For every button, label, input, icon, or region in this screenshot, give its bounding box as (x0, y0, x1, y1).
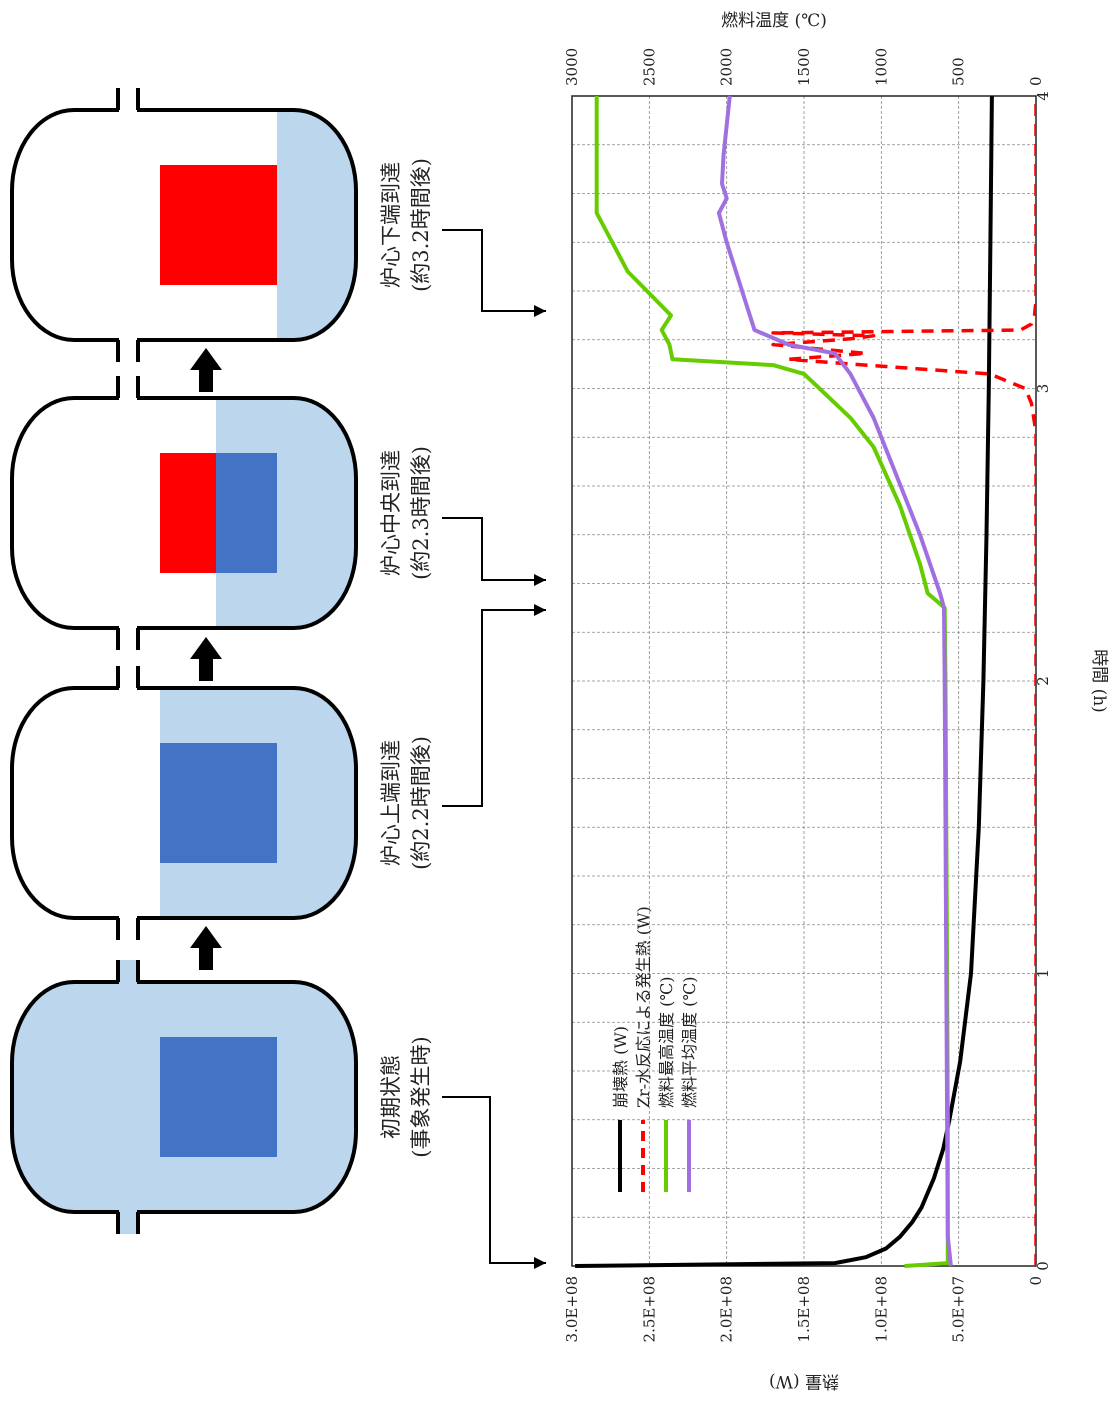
series-lines (575, 95, 1036, 1268)
left-axis-tick-label: 3.0E+08 (563, 1276, 581, 1342)
vessel-outline (10, 980, 358, 1214)
time-axis-tick-label: 0 (1034, 1261, 1052, 1271)
vessel-outline (10, 686, 358, 920)
left-axis-tick-label: 2.0E+08 (718, 1276, 736, 1342)
core-submerged (160, 743, 277, 863)
legend-label-1: 崩壊熱 (W) (611, 1026, 630, 1108)
vessel-stage-2 (10, 666, 358, 940)
up-arrow-icon (190, 926, 222, 970)
connector-arrowhead (534, 604, 546, 616)
up-arrow-icon (190, 637, 222, 681)
right-axis-tick-label: 2000 (718, 48, 736, 86)
up-arrow-icon (190, 348, 222, 392)
left-axis-tick-label: 5.0E+07 (950, 1276, 968, 1342)
core-exposed (160, 165, 277, 285)
left-axis-ticks: 0 5.0E+07 1.0E+08 1.5E+08 2.0E+08 2.5E+08 3.0E… (563, 1276, 1045, 1342)
right-axis-title: 燃料温度 (℃) (721, 11, 827, 31)
stage-caption-time: (事象発生時) (409, 1036, 433, 1157)
time-axis-tick-label: 4 (1034, 91, 1052, 101)
nozzle-gap (119, 106, 137, 114)
right-axis-tick-label: 500 (950, 57, 968, 86)
left-axis-title: 熱量 (W) (769, 1371, 839, 1391)
vessel-contents (12, 982, 356, 1212)
vessel-sequence (10, 88, 358, 1234)
nozzle-gap (119, 914, 137, 922)
right-axis-tick-label: 1000 (872, 48, 890, 86)
connector-line (442, 229, 546, 312)
core-submerged (216, 453, 277, 573)
time-axis-ticks: 0 1 2 3 4 (1034, 91, 1052, 1271)
nozzle-gap (119, 336, 137, 344)
vessel-outline (10, 396, 358, 630)
stage-caption-title: 炉心下端到達 (379, 162, 403, 288)
nozzle-water (120, 1212, 136, 1234)
connector-arrowhead (534, 1257, 546, 1269)
stage-caption-title: 炉心上端到達 (379, 740, 403, 866)
left-axis-tick-label: 1.0E+08 (872, 1276, 890, 1342)
stage-caption-title: 初期状態 (379, 1055, 403, 1139)
legend-label-4: 燃料平均温度 (℃) (680, 977, 699, 1108)
stage-caption-title: 炉心中央到達 (379, 450, 403, 576)
stage-caption-time: (約2.2時間後) (409, 736, 433, 870)
vessel-contents (160, 110, 356, 340)
legend-label-2: Zr-水反応による発生熱 (W) (634, 906, 653, 1108)
vessel-stage-3 (10, 376, 358, 650)
legend: 崩壊熱 (W)Zr-水反応による発生熱 (W)燃料最高温度 (℃)燃料平均温度 … (611, 906, 699, 1192)
left-axis-tick-label: 1.5E+08 (795, 1276, 813, 1342)
right-axis-tick-label: 2500 (640, 48, 658, 86)
vessel-water (277, 110, 356, 340)
connector-line (442, 517, 546, 581)
vessel-contents (160, 398, 356, 628)
stage-caption-time: (約2.3時間後) (409, 446, 433, 580)
series-line-4 (716, 95, 953, 1267)
left-axis-tick-label: 2.5E+08 (640, 1276, 658, 1342)
connector-arrowhead (534, 574, 546, 586)
time-axis-tick-label: 1 (1034, 969, 1052, 979)
connector-arrowhead (534, 305, 546, 317)
right-axis-ticks: 0 500 1000 1500 2000 2500 3000 (563, 48, 1045, 86)
chart: 0 5.0E+07 1.0E+08 1.5E+08 2.0E+08 2.5E+08 3.0E… (563, 11, 1109, 1391)
right-axis-tick-label: 3000 (563, 48, 581, 86)
time-axis-tick-label: 3 (1034, 384, 1052, 394)
nozzle-water (120, 960, 136, 982)
vessel-contents (160, 688, 356, 918)
connector-line (442, 609, 546, 807)
vessel-stage-1 (10, 960, 358, 1234)
nozzle-gap (119, 394, 137, 402)
core-exposed (160, 453, 216, 573)
stage-captions: 初期状態(事象発生時) 炉心上端到達(約2.2時間後) 炉心中央到達(約2.3時間後… (379, 158, 433, 1158)
nozzle-gap (119, 624, 137, 632)
right-axis-tick-label: 0 (1027, 76, 1045, 86)
time-axis-tick-label: 2 (1034, 676, 1052, 686)
legend-label-3: 燃料最高温度 (℃) (657, 977, 676, 1108)
core-submerged (160, 1037, 277, 1157)
vessel-stage-4 (10, 88, 358, 362)
series-line-2 (771, 96, 1036, 1266)
right-axis-tick-label: 1500 (795, 48, 813, 86)
caption-connectors (442, 229, 546, 1269)
vessel-outline (10, 108, 358, 342)
left-axis-tick-label: 0 (1027, 1276, 1045, 1286)
connector-line (442, 1096, 546, 1264)
time-axis-title: 時間 (h) (1089, 649, 1109, 713)
stage-caption-time: (約3.2時間後) (409, 158, 433, 292)
stage-arrows (190, 348, 222, 970)
nozzle-gap (119, 684, 137, 692)
